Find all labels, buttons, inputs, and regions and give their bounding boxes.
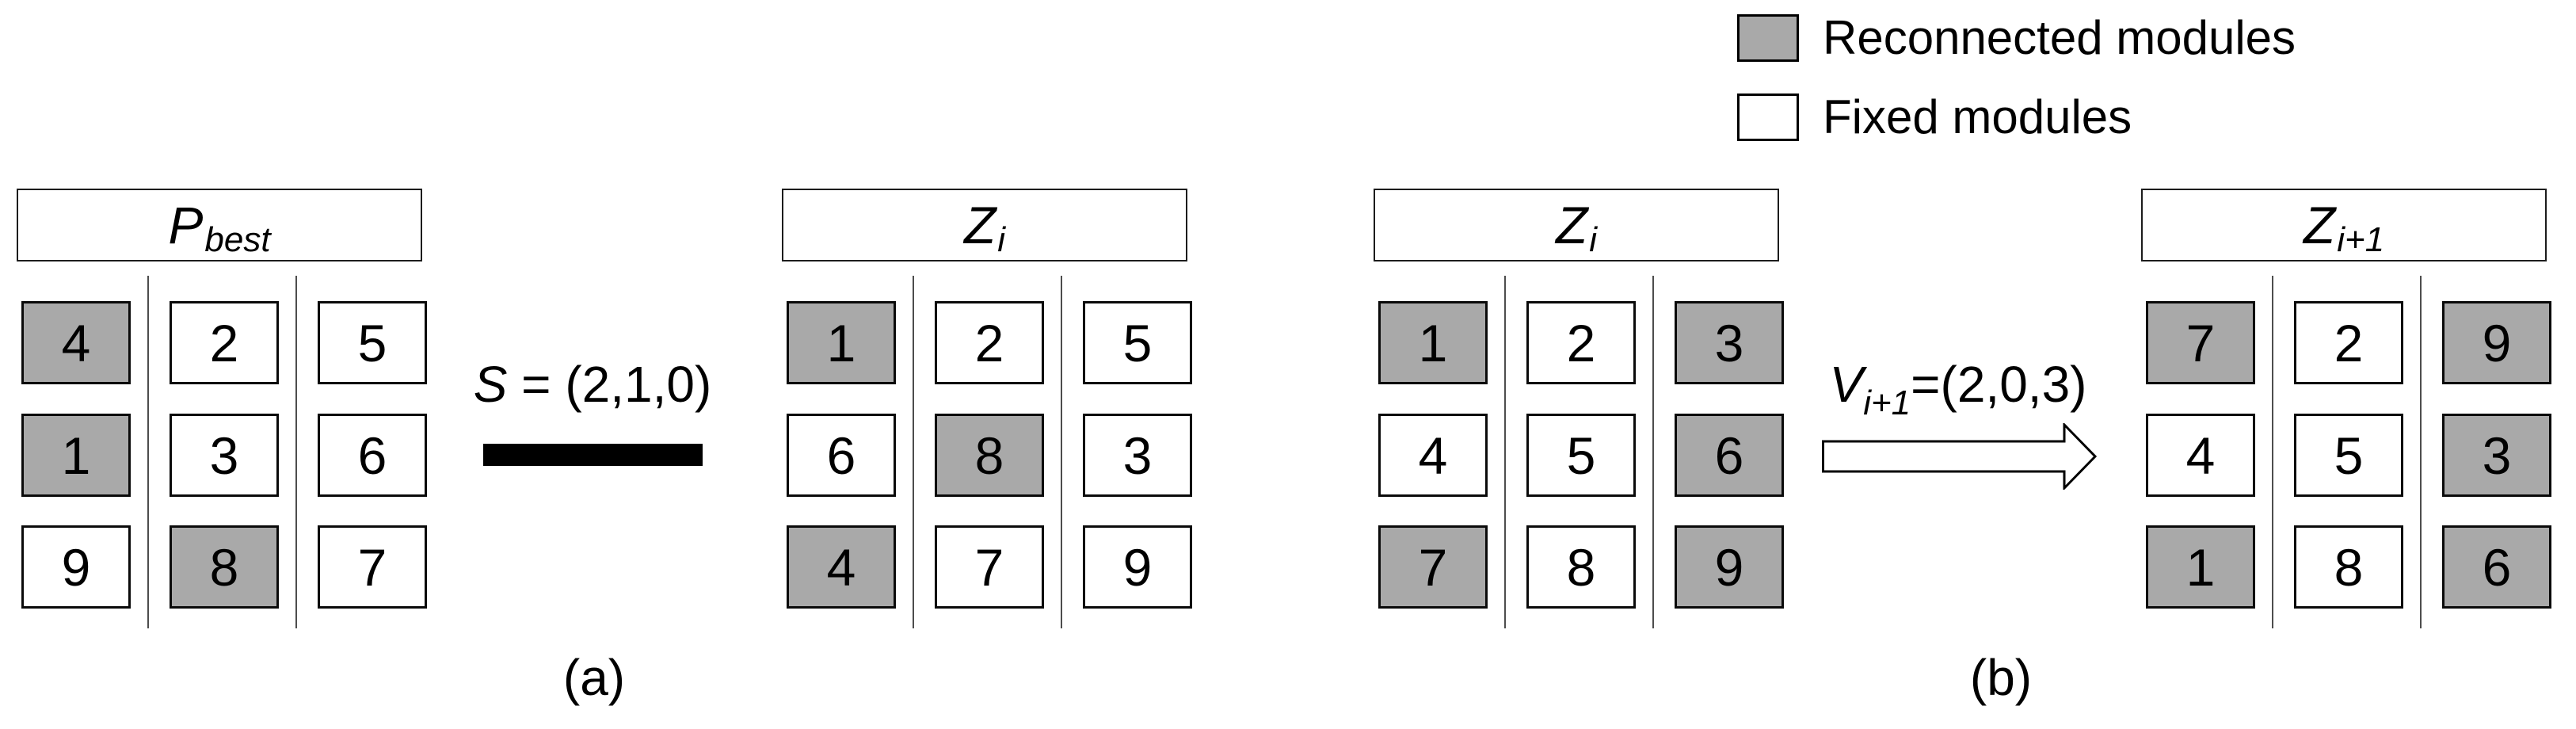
module-cell-p-best-5: 5 bbox=[318, 301, 427, 384]
module-cell-z-i-b-6: 6 bbox=[1675, 414, 1784, 497]
column-separator-line bbox=[1504, 276, 1506, 628]
column-separator-line bbox=[2420, 276, 2422, 628]
swap-vector-symbol: S bbox=[473, 356, 508, 413]
grid-title-base: Z bbox=[1555, 196, 1588, 254]
module-cell-z-i-b-7: 7 bbox=[1378, 525, 1488, 609]
module-cell-z-i-b-8: 8 bbox=[1526, 525, 1636, 609]
column-separator-line bbox=[1652, 276, 1654, 628]
velocity-vector-value: =(2,0,3) bbox=[1911, 356, 2087, 413]
swap-vector-label: S = (2,1,0) bbox=[442, 355, 743, 414]
module-cell-z-i-plus-1-1: 1 bbox=[2146, 525, 2255, 609]
module-cell-z-i-b-2: 2 bbox=[1526, 301, 1636, 384]
legend-label: Reconnected modules bbox=[1823, 11, 2296, 64]
module-cell-z-i-b-1: 1 bbox=[1378, 301, 1488, 384]
black-bar-connector bbox=[483, 444, 703, 466]
legend-item-fixed: Fixed modules bbox=[1737, 94, 2132, 141]
column-separator-line bbox=[1061, 276, 1062, 628]
grid-title-subscript: best bbox=[204, 220, 271, 259]
module-cell-p-best-2: 2 bbox=[170, 301, 279, 384]
module-cell-p-best-8: 8 bbox=[170, 525, 279, 609]
grid-title-subscript: i bbox=[997, 220, 1006, 259]
module-cell-z-i-a-8: 8 bbox=[935, 414, 1044, 497]
grid-title-base: P bbox=[168, 196, 204, 254]
module-cell-p-best-9: 9 bbox=[21, 525, 131, 609]
module-cell-z-i-plus-1-8: 8 bbox=[2294, 525, 2403, 609]
module-cell-z-i-plus-1-7: 7 bbox=[2146, 301, 2255, 384]
module-cell-z-i-b-5: 5 bbox=[1526, 414, 1636, 497]
panel-b-caption: (b) bbox=[1969, 649, 2033, 706]
grid-title-base: Z bbox=[2303, 196, 2336, 254]
column-separator-line bbox=[295, 276, 297, 628]
fixed-swatch-icon bbox=[1737, 94, 1799, 141]
hollow-right-arrow-icon bbox=[1822, 423, 2098, 490]
grid-title-base: Z bbox=[963, 196, 996, 254]
module-cell-z-i-a-7: 7 bbox=[935, 525, 1044, 609]
grid-title-subscript: i bbox=[1589, 220, 1598, 259]
reconnected-swatch-icon bbox=[1737, 14, 1799, 62]
velocity-vector-subscript: i+1 bbox=[1863, 384, 1911, 422]
column-separator-line bbox=[913, 276, 914, 628]
velocity-vector-label: Vi+1=(2,0,3) bbox=[1812, 355, 2105, 422]
module-cell-z-i-a-4: 4 bbox=[787, 525, 896, 609]
module-cell-z-i-b-9: 9 bbox=[1675, 525, 1784, 609]
module-cell-z-i-plus-1-2: 2 bbox=[2294, 301, 2403, 384]
panel-a-caption: (a) bbox=[562, 649, 626, 706]
module-cell-z-i-plus-1-9: 9 bbox=[2442, 301, 2551, 384]
module-cell-z-i-plus-1-4: 4 bbox=[2146, 414, 2255, 497]
module-cell-p-best-3: 3 bbox=[170, 414, 279, 497]
grid-title-subscript: i+1 bbox=[2337, 220, 2385, 259]
module-cell-z-i-a-5: 5 bbox=[1083, 301, 1192, 384]
module-cell-z-i-b-4: 4 bbox=[1378, 414, 1488, 497]
module-cell-p-best-6: 6 bbox=[318, 414, 427, 497]
column-separator-line bbox=[2272, 276, 2273, 628]
module-cell-p-best-7: 7 bbox=[318, 525, 427, 609]
legend-label: Fixed modules bbox=[1823, 90, 2132, 143]
module-cell-z-i-a-6: 6 bbox=[787, 414, 896, 497]
swap-vector-value: = (2,1,0) bbox=[507, 356, 712, 413]
column-separator-line bbox=[147, 276, 149, 628]
module-cell-p-best-1: 1 bbox=[21, 414, 131, 497]
module-cell-z-i-a-1: 1 bbox=[787, 301, 896, 384]
module-cell-z-i-a-2: 2 bbox=[935, 301, 1044, 384]
module-cell-p-best-4: 4 bbox=[21, 301, 131, 384]
module-cell-z-i-b-3: 3 bbox=[1675, 301, 1784, 384]
module-cell-z-i-a-9: 9 bbox=[1083, 525, 1192, 609]
velocity-vector-symbol: V bbox=[1829, 356, 1864, 413]
module-cell-z-i-plus-1-5: 5 bbox=[2294, 414, 2403, 497]
module-cell-z-i-plus-1-6: 6 bbox=[2442, 525, 2551, 609]
module-cell-z-i-a-3: 3 bbox=[1083, 414, 1192, 497]
legend-item-reconnected: Reconnected modules bbox=[1737, 14, 2296, 62]
module-cell-z-i-plus-1-3: 3 bbox=[2442, 414, 2551, 497]
